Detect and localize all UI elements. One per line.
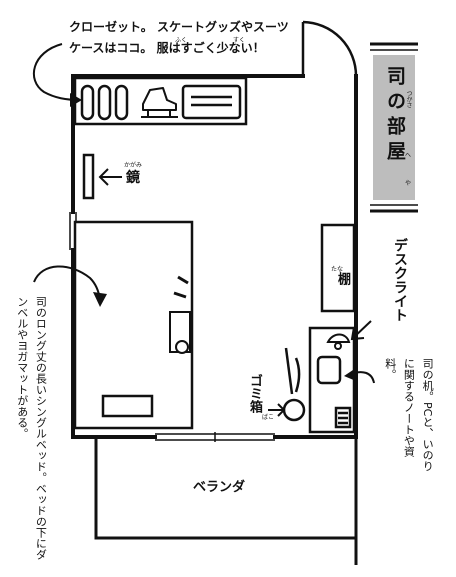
closet-note-line1: クローゼット。 スケートグッズやスーツ — [69, 20, 289, 34]
yoga-mat — [169, 311, 191, 354]
mirror-arrow — [98, 168, 122, 186]
ruby-fuku: ふく — [175, 37, 188, 44]
desk — [308, 326, 356, 434]
veranda-window — [155, 432, 275, 442]
veranda-outline — [94, 437, 358, 565]
ruby-tana: たな — [331, 266, 344, 273]
bed-arrow-head — [93, 292, 107, 307]
title-text: 司の部屋 — [384, 66, 406, 166]
ruby-kagami: かがみ — [124, 162, 143, 169]
shelf — [320, 223, 356, 313]
bed-note: 司のロング丈の長いシングルベッド。ベッドの下にダンベルやヨガマットがある。 — [15, 296, 48, 560]
title-banner — [370, 42, 418, 213]
closet-arrow-head — [70, 93, 82, 107]
dumbbell-icon — [173, 275, 189, 299]
desk-lamp — [326, 333, 351, 350]
ruby-ya: や — [405, 180, 412, 187]
shelf-label: 棚 — [335, 272, 350, 285]
ruby-bako: ばこ — [262, 414, 275, 421]
desk-note: 司の机。PCと、いのりに関するノートや資料。 — [383, 358, 435, 472]
desk-light-label: デスクライト — [392, 238, 408, 322]
closet-note-line2: ケースはココ。 服はすごく少ない！ — [69, 41, 265, 55]
ruby-sukoshi: すく — [233, 37, 246, 44]
skate-icon — [141, 87, 178, 118]
bed-arrow — [33, 265, 101, 301]
trash-arrow — [268, 403, 286, 417]
trash-bin — [282, 398, 306, 422]
mirror — [82, 153, 95, 200]
veranda-label: ベランダ — [193, 480, 246, 495]
mirror-label: 鏡 — [126, 170, 140, 186]
closet — [73, 76, 248, 126]
desk-note-arrow-head — [344, 368, 356, 381]
ruby-tsukasa: つかさ — [405, 90, 412, 108]
desk-light-arrow — [350, 320, 372, 341]
trash-label: ゴミ箱 — [247, 374, 262, 413]
closet-arrow — [32, 43, 81, 101]
bed — [73, 220, 194, 430]
entrance-door — [301, 20, 358, 77]
ruby-he: へ — [405, 152, 412, 159]
chair — [284, 347, 301, 395]
